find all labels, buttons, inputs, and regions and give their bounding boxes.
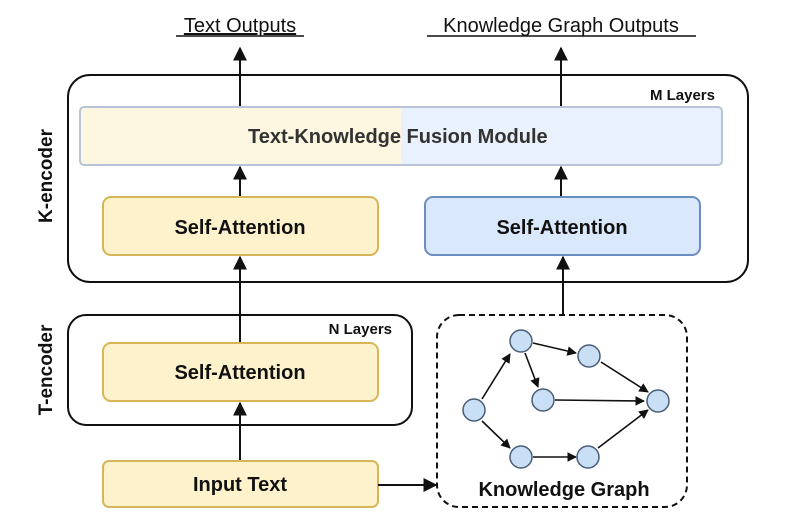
k-encoder-text-self-attention bbox=[102, 196, 379, 256]
graph-nodes bbox=[462, 329, 670, 469]
kg-outputs-title: Knowledge Graph Outputs bbox=[443, 15, 679, 37]
graph-node bbox=[509, 329, 533, 353]
input-text-label: Input Text bbox=[193, 474, 287, 496]
n-layers-label: N Layers bbox=[329, 321, 392, 338]
fusion-text-half bbox=[80, 107, 401, 165]
graph-node bbox=[576, 445, 600, 469]
graph-node bbox=[509, 445, 533, 469]
k-encoder-text-self-attention-label: Self-Attention bbox=[174, 217, 305, 239]
k-encoder-kg-self-attention bbox=[424, 196, 701, 256]
graph-node bbox=[531, 388, 555, 412]
knowledge-graph-label: Knowledge Graph bbox=[478, 479, 649, 501]
graph-edge bbox=[481, 420, 511, 449]
graph-edge bbox=[554, 396, 645, 406]
m-layers-label: M Layers bbox=[650, 87, 715, 104]
text-outputs-title: Text Outputs bbox=[184, 15, 296, 37]
graph-edge bbox=[532, 342, 577, 356]
fusion-module-label-right: Fusion Module bbox=[401, 126, 548, 148]
k-encoder-container bbox=[67, 74, 749, 283]
t-encoder-label: T-encoder bbox=[36, 324, 57, 415]
t-encoder-self-attention-label: Self-Attention bbox=[174, 362, 305, 384]
knowledge-graph-box bbox=[436, 314, 688, 508]
graph-edge bbox=[481, 353, 511, 400]
graph-edge bbox=[600, 361, 649, 393]
graph-node bbox=[462, 398, 486, 422]
graph-node bbox=[577, 344, 601, 368]
graph-edges bbox=[481, 342, 649, 462]
graph-edge bbox=[597, 409, 649, 449]
fusion-module-label-left: Text-Knowledge bbox=[248, 126, 401, 148]
fusion-kg-half bbox=[401, 107, 722, 165]
k-encoder-kg-self-attention-label: Self-Attention bbox=[496, 217, 627, 239]
graph-node bbox=[646, 389, 670, 413]
t-encoder-self-attention bbox=[102, 342, 379, 402]
graph-edge bbox=[524, 352, 540, 388]
fusion-module-box bbox=[79, 106, 723, 166]
k-encoder-label: K-encoder bbox=[36, 128, 57, 223]
